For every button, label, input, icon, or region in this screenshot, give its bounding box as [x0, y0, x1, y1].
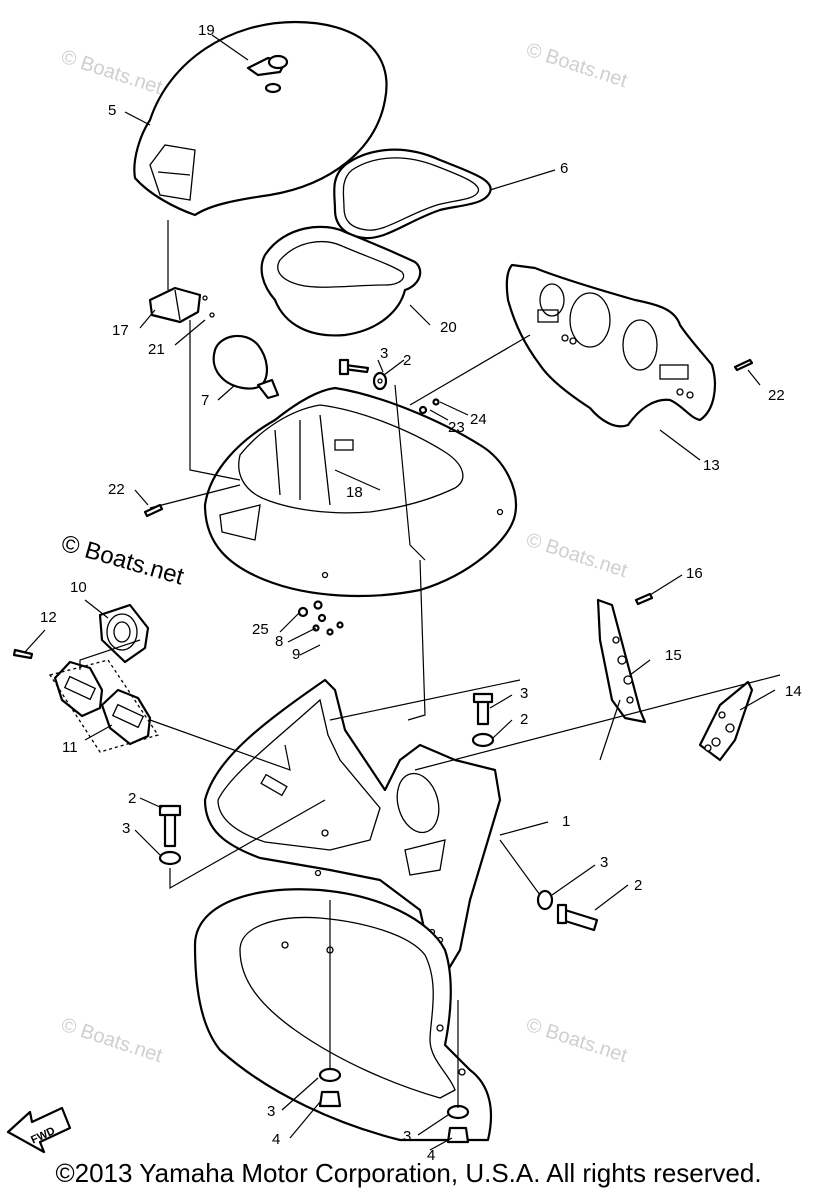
callout-24: 24	[470, 411, 487, 428]
mirror	[212, 334, 280, 400]
callout-2-a: 2	[403, 352, 411, 369]
callout-7: 7	[201, 392, 209, 409]
console-body	[203, 678, 502, 972]
callout-numbers: 1 2 2 2 2 3 3 3 3 3 3 4 4 5 6 7 8 9 10 1…	[40, 22, 802, 1164]
lid-seal	[333, 148, 492, 240]
callout-9: 9	[292, 646, 300, 663]
watermark-5: © Boats.net	[523, 1014, 630, 1067]
watermark-2: © Boats.net	[523, 39, 630, 92]
callout-13: 13	[703, 457, 720, 474]
callout-3-c: 3	[122, 820, 130, 837]
callout-22-b: 22	[768, 387, 785, 404]
callout-8: 8	[275, 633, 283, 650]
callout-11: 11	[62, 739, 78, 756]
callout-19: 19	[198, 22, 215, 39]
callout-3-a: 3	[380, 345, 388, 362]
callout-14: 14	[785, 683, 802, 700]
callout-17: 17	[112, 322, 129, 339]
copyright-notice: ©2013 Yamaha Motor Corporation, U.S.A. A…	[55, 1158, 762, 1188]
callout-23: 23	[448, 419, 465, 436]
meter-panel	[505, 263, 716, 428]
upper-deck-cover	[203, 386, 518, 598]
callout-2-c: 2	[128, 790, 136, 807]
mount-plate-14	[698, 680, 754, 762]
watermark-3: © Boats.net	[523, 529, 630, 582]
callout-16: 16	[686, 565, 703, 582]
fasteners	[12, 358, 754, 1144]
callout-4-b: 4	[427, 1147, 435, 1164]
callout-15: 15	[665, 647, 682, 664]
callout-3-d: 3	[600, 854, 608, 871]
callout-21: 21	[148, 341, 165, 358]
vent-grilles	[48, 659, 160, 753]
callout-10: 10	[70, 579, 87, 596]
speaker	[98, 603, 150, 664]
callout-2-b: 2	[520, 711, 528, 728]
callout-4-a: 4	[272, 1131, 280, 1148]
callout-20: 20	[440, 319, 457, 336]
fwd-arrow-icon: FWD	[6, 1106, 72, 1154]
callout-1: 1	[562, 813, 570, 830]
callout-25: 25	[252, 621, 269, 638]
callout-2-d: 2	[634, 877, 642, 894]
watermark-4: © Boats.net	[58, 1014, 165, 1067]
callout-3-e: 3	[267, 1103, 275, 1120]
callout-5: 5	[108, 102, 116, 119]
callout-3-f: 3	[403, 1128, 411, 1145]
callout-18: 18	[346, 484, 363, 501]
callout-12: 12	[40, 609, 57, 626]
watermark-1: © Boats.net	[58, 46, 165, 99]
callout-3-b: 3	[520, 685, 528, 702]
mount-plate-15	[596, 598, 647, 724]
callout-22-a: 22	[108, 481, 125, 498]
leader-lines	[24, 34, 781, 1151]
storage-bucket	[260, 225, 422, 337]
hull-base	[193, 888, 493, 1142]
callout-6: 6	[560, 160, 568, 177]
lid-latch	[246, 54, 289, 94]
lid-hinge	[148, 286, 215, 324]
